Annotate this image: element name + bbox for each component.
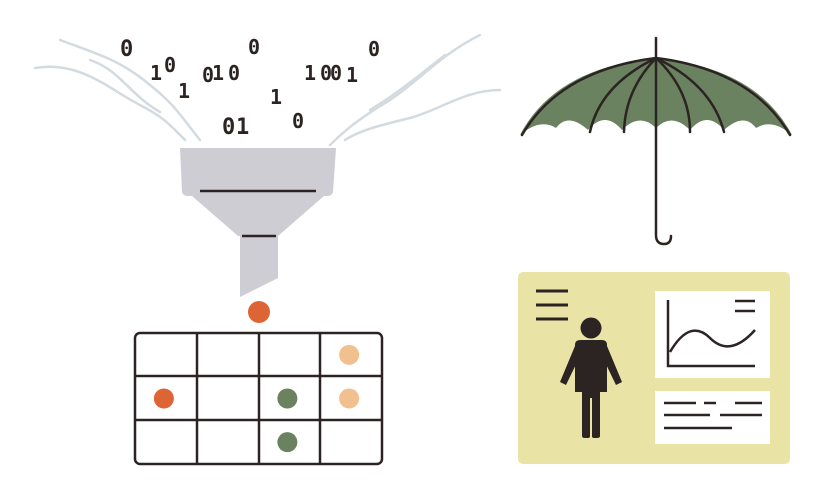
- person-icon: [560, 317, 622, 438]
- binary-digit: 0: [248, 35, 260, 59]
- menu-icon: [536, 289, 568, 321]
- binary-digit: 0: [330, 61, 342, 85]
- binary-digit: 1: [270, 85, 282, 109]
- binary-digit: 1: [212, 61, 224, 85]
- grid-dot-peach: [339, 388, 360, 409]
- grid-dot-orange: [153, 388, 174, 409]
- profile-card: [518, 272, 790, 464]
- funnel-icon: [180, 148, 336, 297]
- binary-digit: 0: [228, 61, 240, 85]
- binary-digit: 0: [202, 63, 214, 87]
- data-table-grid: [133, 331, 384, 466]
- grid-dot-green: [277, 388, 298, 409]
- binary-digit: 1: [178, 79, 190, 103]
- binary-digit: 0: [164, 53, 176, 77]
- data-stream-lines: [33, 33, 502, 147]
- binary-digit: 1: [236, 115, 249, 140]
- binary-digit: 1: [150, 61, 162, 85]
- binary-digit: 0: [320, 61, 332, 85]
- line-chart-icon: [655, 291, 770, 378]
- binary-digit: 1: [304, 61, 316, 85]
- binary-digit: 0: [120, 37, 133, 62]
- grid-dots: [153, 344, 360, 453]
- grid-dot-green: [277, 432, 298, 453]
- binary-digit: 0: [368, 37, 380, 61]
- binary-digit: 1: [346, 63, 358, 87]
- grid-dot-peach: [339, 344, 360, 365]
- falling-data-dot: [248, 301, 270, 323]
- binary-digit: 0: [222, 115, 235, 140]
- umbrella-icon: [520, 36, 792, 246]
- text-lines-icon: [655, 391, 770, 444]
- binary-digit: 0: [292, 109, 304, 133]
